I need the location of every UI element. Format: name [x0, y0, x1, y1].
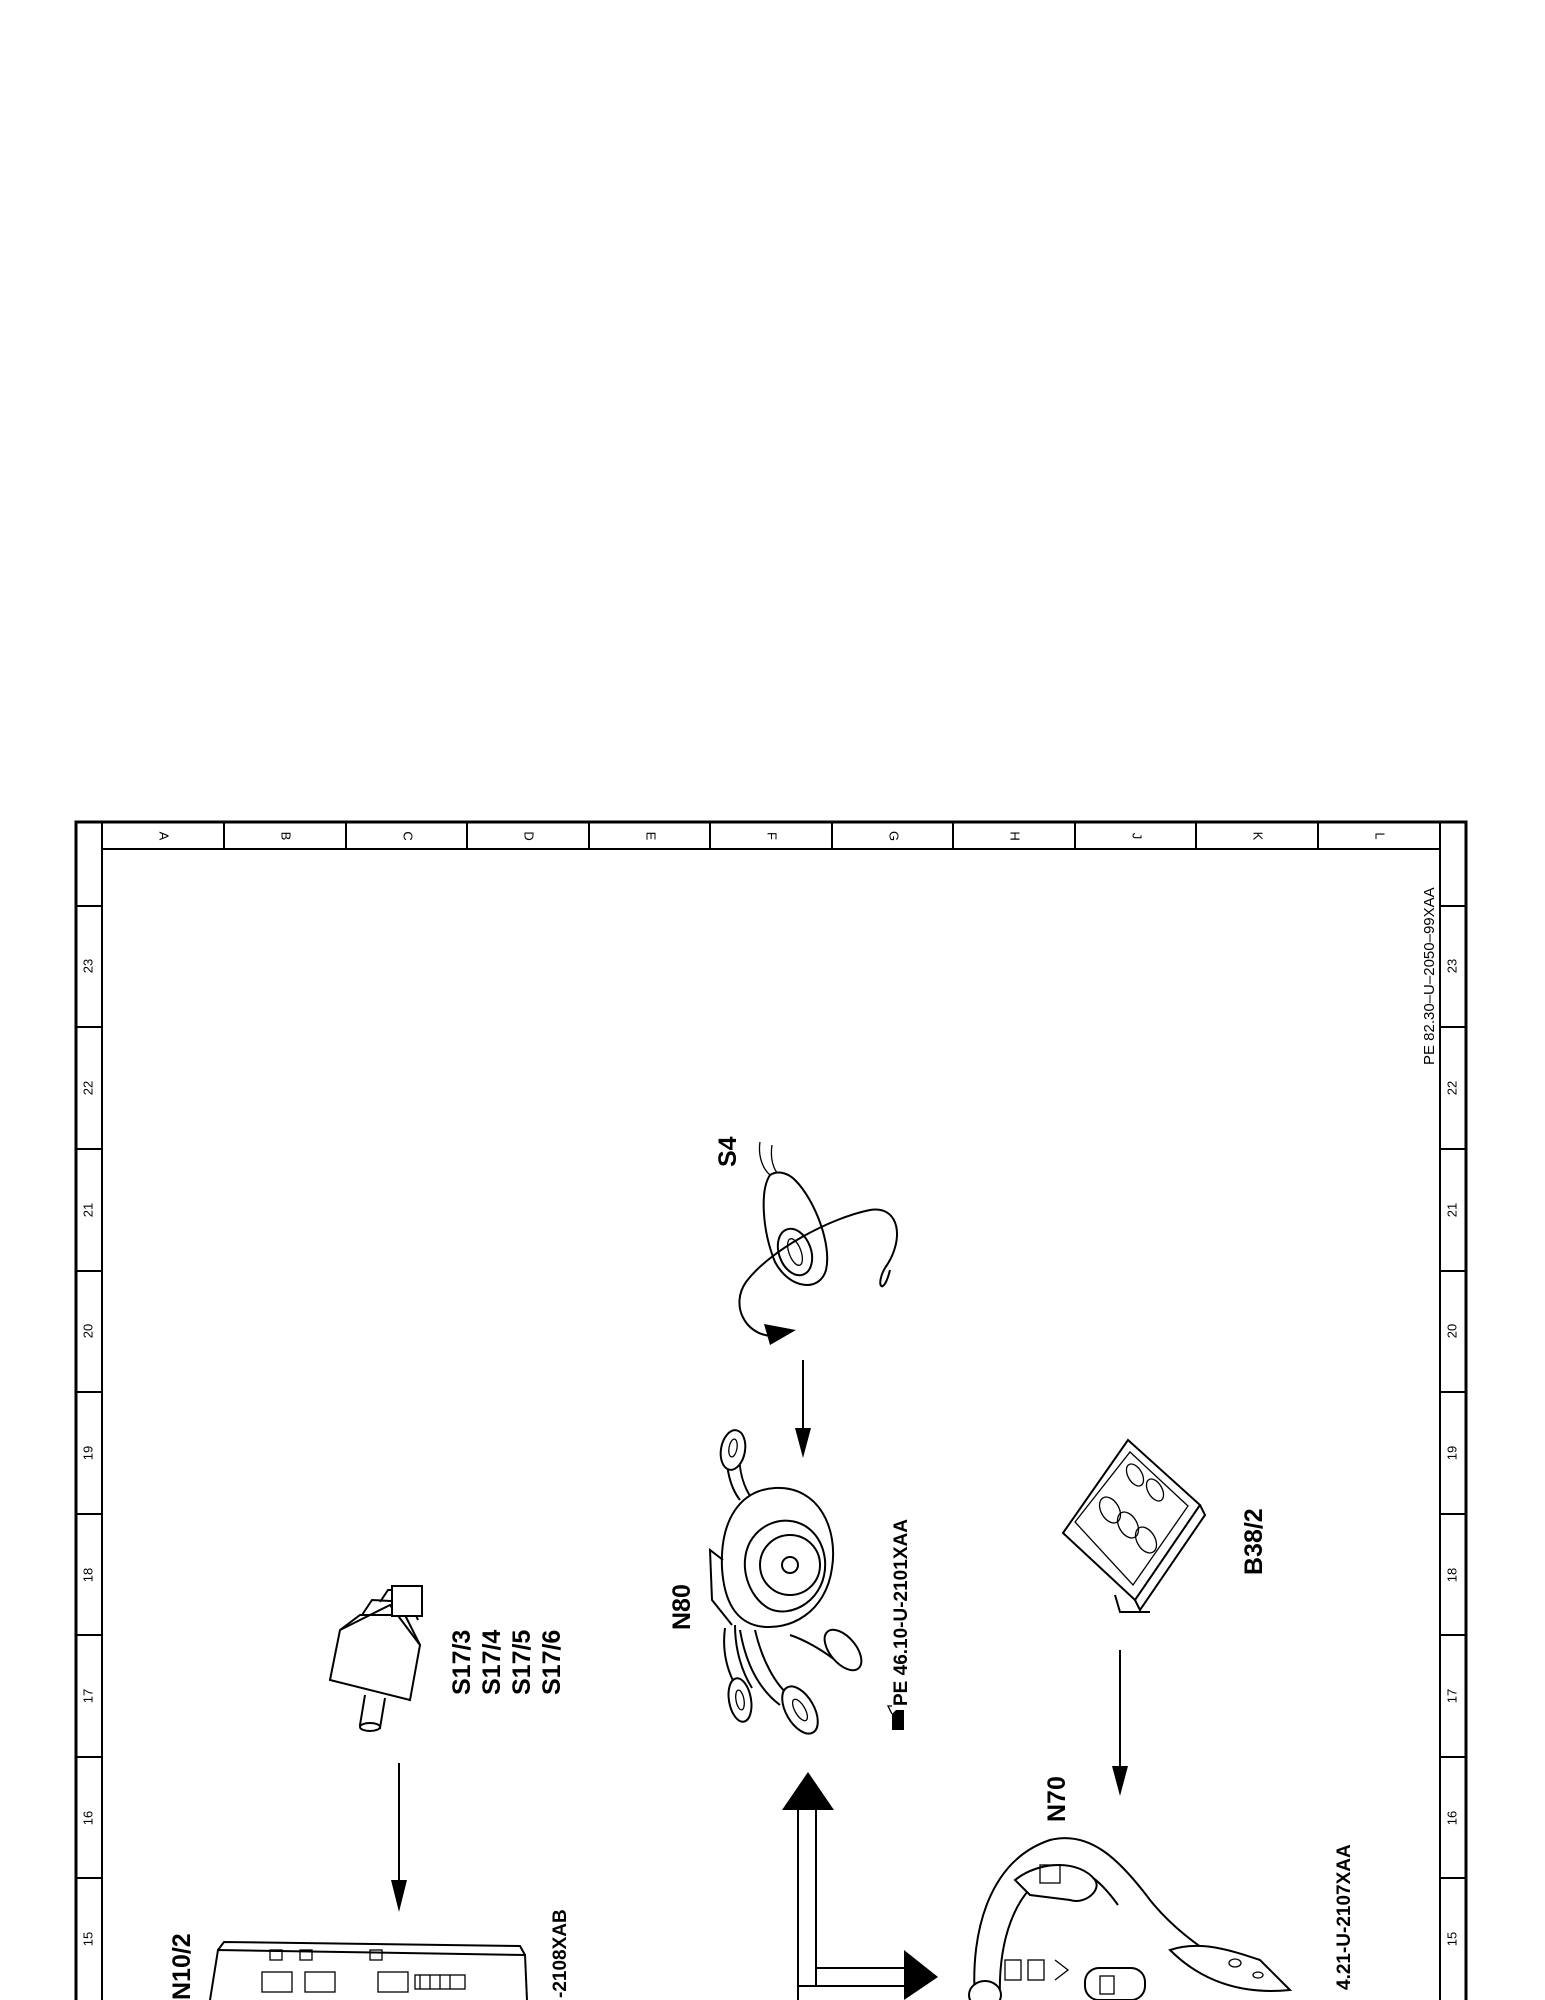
grid-numbers-right: 15 16 17 18 19 20 21 22 23: [1444, 959, 1459, 1946]
n70-reference: 4.21-U-2107XAA: [1334, 1844, 1355, 1990]
n10-reference: -2108XAB: [550, 1909, 571, 1998]
grid-letter-e: E: [644, 832, 659, 841]
grid-letter-f: F: [765, 832, 780, 840]
grid-number-20-right: 20: [1444, 1324, 1459, 1338]
n70-label: N70: [1043, 1776, 1071, 1822]
grid-number-16-left: 16: [80, 1811, 95, 1825]
grid-number-15-left: 15: [80, 1932, 95, 1946]
n80-reference: PE 46.10-U-2101XAA: [891, 1519, 912, 1706]
grid-letter-g: G: [887, 831, 902, 841]
grid-number-16-right: 16: [1444, 1811, 1459, 1825]
n10-label: N10/2: [168, 1933, 196, 2000]
grid-number-17-right: 17: [1444, 1689, 1459, 1703]
grid-number-19-right: 19: [1444, 1446, 1459, 1460]
grid-letter-l: L: [1373, 832, 1388, 839]
arrow-b38-to-n70: [1112, 1650, 1128, 1796]
grid-number-20-left: 20: [80, 1324, 95, 1338]
grid-letter-h: H: [1008, 831, 1023, 840]
arrow-s17-to-n10: [391, 1763, 407, 1912]
grid-letter-c: C: [401, 831, 416, 840]
grid-number-23-right: 23: [1444, 959, 1459, 973]
grid-letter-d: D: [522, 831, 537, 840]
grid-number-18-right: 18: [1444, 1568, 1459, 1582]
grid-letters: A B C D E F G H J K L: [157, 831, 1388, 841]
s17-label-4: S17/4: [478, 1630, 506, 1695]
b38-sensor-illustration: [1061, 1438, 1207, 1613]
s4-label: S4: [714, 1136, 742, 1167]
s17-label-5: S17/5: [508, 1630, 536, 1695]
grid-letter-j: J: [1130, 833, 1145, 840]
n80-steering-column-module-illustration: [708, 1429, 863, 1735]
grid-number-22-left: 22: [80, 1081, 95, 1095]
grid-number-15-right: 15: [1444, 1932, 1459, 1946]
pointing-hand-icon: [886, 1705, 904, 1730]
s17-switch-illustration: [328, 1585, 423, 1732]
n70-overhead-panel-illustration: [968, 1837, 1293, 2000]
s17-label-6: S17/6: [538, 1630, 566, 1695]
grid-column-ticks: [223, 822, 1319, 849]
grid-numbers-left: 15 16 17 18 19 20 21 22 23: [80, 959, 95, 1946]
arrow-s4-to-n80: [795, 1360, 811, 1458]
grid-number-19-left: 19: [80, 1446, 95, 1460]
s17-label-3: S17/3: [448, 1630, 476, 1695]
grid-number-21-right: 21: [1444, 1203, 1459, 1217]
document-id: PE 82.30–U–2050–99XAA: [1421, 887, 1438, 1065]
grid-number-23-left: 23: [80, 959, 95, 973]
grid-letter-a: A: [157, 832, 172, 841]
grid-number-17-left: 17: [80, 1689, 95, 1703]
drawing-frame: [74, 820, 1468, 2000]
n10-control-unit-illustration: [209, 1940, 528, 2000]
s4-combination-switch-illustration: [738, 1141, 898, 1345]
grid-number-22-right: 22: [1444, 1081, 1459, 1095]
grid-row-ticks: [76, 905, 1466, 1879]
grid-number-21-left: 21: [80, 1203, 95, 1217]
arrow-to-n80: [782, 1772, 938, 2000]
s17-labels: S17/3 S17/4 S17/5 S17/6: [448, 1630, 566, 1695]
grid-letter-k: K: [1251, 832, 1266, 841]
b38-label: B38/2: [1240, 1508, 1268, 1575]
grid-number-18-left: 18: [80, 1568, 95, 1582]
n80-label: N80: [668, 1584, 696, 1630]
grid-letter-b: B: [279, 832, 294, 841]
